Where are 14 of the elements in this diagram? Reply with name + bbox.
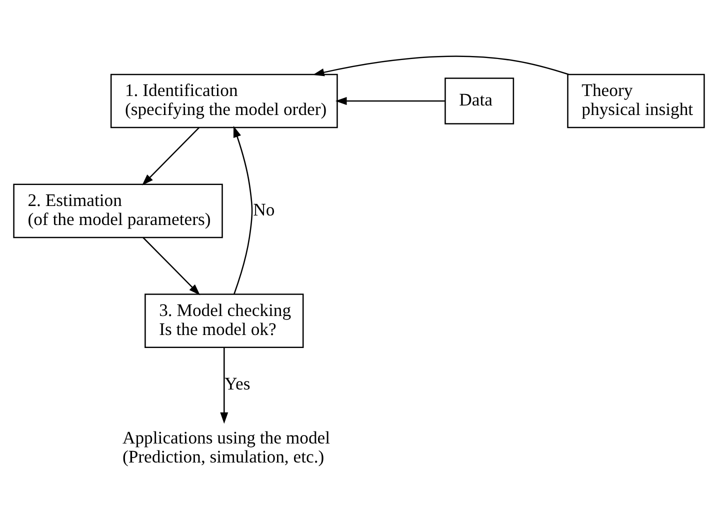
arrow bbox=[233, 126, 253, 294]
node-box: 3. Model checking Is the model ok? bbox=[144, 294, 304, 348]
arrow bbox=[312, 56, 569, 76]
node-box: 1. Identification (specifying the model order) bbox=[110, 74, 338, 128]
edge-label: No bbox=[253, 200, 275, 220]
arrow bbox=[335, 97, 445, 105]
edge-label: Yes bbox=[224, 373, 250, 394]
node-text: Applications using the model (Prediction, simulation, etc.) bbox=[122, 428, 330, 467]
node-box: Theory physical insight bbox=[567, 74, 705, 128]
arrow bbox=[220, 347, 228, 424]
node-box: 2. Estimation (of the model parameters) bbox=[13, 184, 223, 238]
arrow bbox=[142, 237, 200, 296]
arrow bbox=[142, 127, 200, 186]
node-box: Data bbox=[444, 78, 514, 124]
